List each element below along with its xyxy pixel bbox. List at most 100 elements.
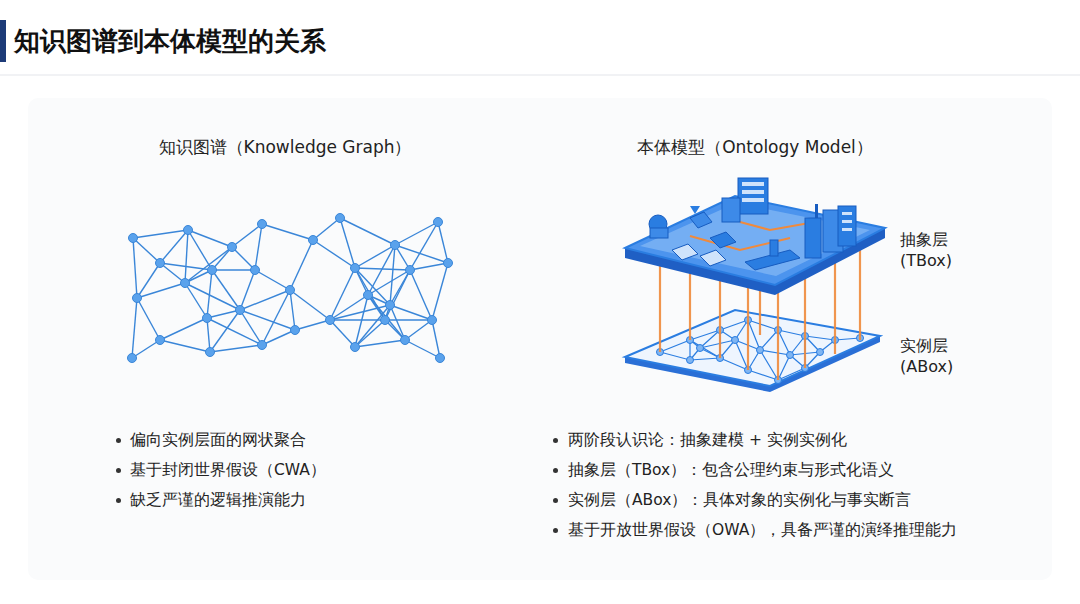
network-link (137, 298, 160, 340)
network-link (313, 240, 355, 268)
network-link (290, 290, 330, 320)
network-link (313, 218, 340, 240)
network-link (805, 336, 835, 340)
network-link (760, 330, 778, 350)
network-link (395, 245, 448, 263)
network-link (700, 340, 735, 348)
network-node (406, 266, 415, 275)
network-node (208, 266, 217, 275)
bullet-text: 实例层（ABox）：具体对象的实例化与事实断言 (568, 490, 911, 511)
network-link (262, 224, 313, 240)
bullet-text: 基于开放世界假设（OWA），具备严谨的演绎推理能力 (568, 520, 957, 541)
network-link (137, 283, 185, 298)
layer-label: 抽象层 (TBox) (900, 230, 960, 272)
network-node (381, 316, 390, 325)
network-link (133, 230, 188, 238)
network-node (236, 306, 245, 315)
network-link (385, 319, 432, 320)
network-link (185, 247, 232, 283)
network-link (690, 330, 720, 340)
bullet-text: 基于封闭世界假设（CWA） (130, 460, 326, 481)
bullet-text: 偏向实例层面的网状聚合 (130, 430, 306, 451)
network-link (330, 320, 355, 347)
network-node (336, 214, 345, 223)
network-link (160, 230, 188, 263)
network-node (291, 326, 300, 335)
network-link (160, 340, 210, 352)
network-node (817, 349, 824, 356)
network-link (660, 352, 690, 360)
network-node (326, 316, 335, 325)
layer-label: 实例层 (ABox) (900, 336, 960, 378)
bullet-dot (116, 498, 121, 503)
network-link (438, 222, 448, 263)
network-node (428, 316, 437, 325)
bullet-dot (116, 438, 121, 443)
network-link (660, 340, 690, 352)
network-node (258, 220, 267, 229)
network-node (286, 286, 295, 295)
network-node (757, 347, 764, 354)
network-link (410, 263, 448, 270)
network-link (432, 263, 448, 320)
slide-title: 知识图谱到本体模型的关系 (14, 24, 326, 59)
network-link (185, 230, 188, 283)
bullet-text: 缺乏严谨的逻辑推演能力 (130, 490, 306, 511)
network-link (405, 340, 440, 358)
network-link (390, 245, 395, 305)
title-bar (0, 20, 6, 62)
network-link (255, 270, 290, 290)
network-link (760, 350, 778, 380)
panel-heading: 本体模型（Ontology Model） (600, 136, 910, 159)
network-link (390, 305, 432, 320)
network-node (444, 259, 453, 268)
network-node (391, 241, 400, 250)
bullet-dot (553, 498, 558, 503)
network-node (128, 354, 137, 363)
network-link (212, 270, 240, 310)
network-link (295, 320, 330, 330)
network-node (181, 279, 190, 288)
network-node (687, 357, 694, 364)
network-link (760, 350, 790, 355)
network-node (787, 352, 794, 359)
network-link (160, 318, 207, 340)
network-link (778, 330, 790, 355)
network-node (203, 314, 212, 323)
network-node (436, 354, 445, 363)
network-link (133, 238, 160, 263)
tbox-buildings (649, 178, 856, 270)
network-link (255, 224, 262, 270)
network-link (137, 263, 160, 298)
network-link (690, 358, 720, 360)
network-link (748, 320, 778, 330)
network-link (207, 318, 262, 345)
ontology-illustration (625, 178, 885, 392)
abox-plate (625, 310, 880, 386)
network-node (133, 294, 142, 303)
network-node (309, 236, 318, 245)
network-link (390, 305, 405, 340)
network-link (262, 330, 295, 345)
network-link (355, 320, 385, 347)
network-link (188, 230, 232, 247)
network-link (355, 305, 390, 347)
network-node (732, 337, 739, 344)
network-node (156, 336, 165, 345)
network-node (258, 341, 267, 350)
network-link (385, 270, 410, 320)
network-link (410, 222, 438, 270)
panel-ground (28, 98, 1052, 580)
network-link (133, 238, 137, 298)
network-link (240, 270, 255, 310)
bullet-dot (553, 438, 558, 443)
bullet-dot (116, 468, 121, 473)
network-node (364, 291, 373, 300)
network-link (432, 320, 440, 358)
network-node (697, 345, 704, 352)
network-node (156, 259, 165, 268)
bullet-text: 抽象层（TBox）：包含公理约束与形式化语义 (568, 460, 894, 481)
network-link (210, 345, 262, 352)
network-link (240, 310, 295, 330)
